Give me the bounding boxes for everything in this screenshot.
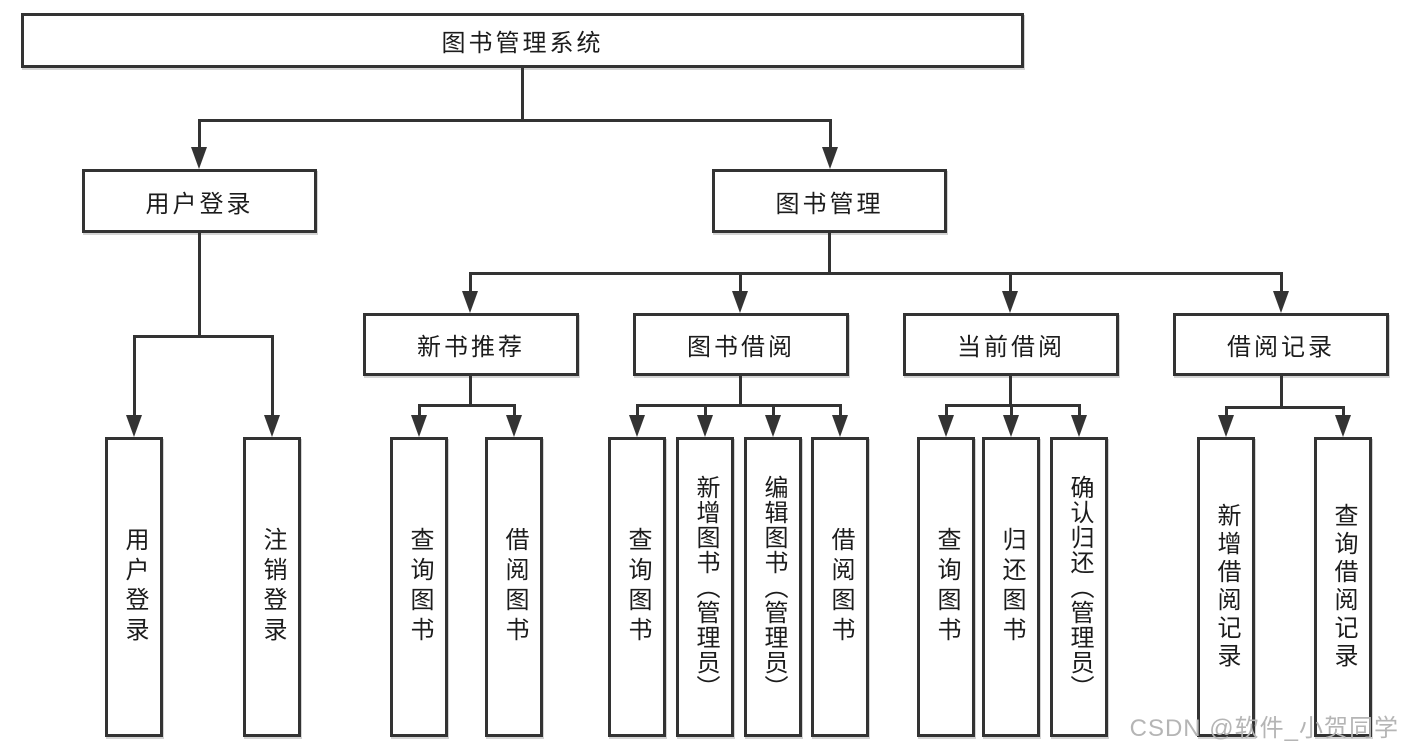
node-label: 新书推荐 [417, 334, 525, 361]
leaf-add-borrow-record: 新增借阅记录 [1197, 437, 1255, 737]
node-label: 注销登录 [259, 527, 286, 647]
connector-line [1009, 272, 1012, 294]
leaf-edit-books-admin: 编辑图书（管理员） [744, 437, 802, 737]
connector-line [739, 272, 742, 294]
node-label: 归还图书 [998, 527, 1025, 647]
connector-line [198, 119, 832, 122]
connector-line [1010, 404, 1013, 418]
node-label: 用户登录 [145, 190, 254, 218]
connector-line [469, 272, 1283, 275]
node-label: 图书借阅 [687, 334, 795, 361]
node-label: 借阅图书 [501, 527, 528, 647]
node-label: 借阅记录 [1227, 334, 1335, 361]
arrow-down-icon [732, 291, 748, 313]
node-library-management-system: 图书管理系统 [21, 13, 1024, 68]
node-label: 查询借阅记录 [1330, 503, 1357, 671]
arrow-down-icon [506, 415, 522, 437]
arrow-down-icon [411, 415, 427, 437]
arrow-down-icon [126, 415, 142, 437]
node-label: 查询图书 [933, 527, 960, 647]
connector-line [1280, 272, 1283, 294]
connector-line [469, 376, 472, 405]
connector-line [133, 335, 274, 338]
connector-line [945, 404, 948, 418]
connector-line [1342, 406, 1345, 418]
arrow-down-icon [832, 415, 848, 437]
connector-line [133, 335, 136, 417]
connector-line [418, 404, 516, 407]
node-book-borrowing: 图书借阅 [633, 313, 849, 376]
arrow-down-icon [1071, 415, 1087, 437]
connector-line [772, 404, 775, 418]
connector-line [704, 404, 707, 418]
node-label: 用户登录 [121, 527, 148, 647]
leaf-query-books-1: 查询图书 [390, 437, 448, 737]
connector-line [513, 404, 516, 418]
node-current-borrowing: 当前借阅 [903, 313, 1119, 376]
connector-line [739, 376, 742, 405]
connector-line [839, 404, 842, 418]
connector-line [1009, 376, 1012, 405]
node-label: 新增借阅记录 [1213, 503, 1240, 671]
connector-line [636, 404, 842, 407]
arrow-down-icon [938, 415, 954, 437]
node-label: 当前借阅 [957, 334, 1065, 361]
leaf-add-books-admin: 新增图书（管理员） [676, 437, 734, 737]
node-label: 图书管理 [775, 190, 884, 218]
leaf-confirm-return-admin: 确认归还（管理员） [1050, 437, 1108, 737]
arrow-down-icon [1335, 415, 1351, 437]
node-label: 编辑图书（管理员） [760, 474, 787, 700]
leaf-borrow-books-2: 借阅图书 [811, 437, 869, 737]
node-label: 借阅图书 [827, 527, 854, 647]
node-label: 新增图书（管理员） [692, 474, 719, 700]
node-label: 查询图书 [624, 527, 651, 647]
node-new-book-recommendation: 新书推荐 [363, 313, 579, 376]
leaf-query-books-3: 查询图书 [917, 437, 975, 737]
leaf-user-login: 用户登录 [105, 437, 163, 737]
connector-line [828, 233, 831, 273]
arrow-down-icon [1218, 415, 1234, 437]
node-user-login: 用户登录 [82, 169, 317, 233]
connector-line [521, 68, 524, 120]
connector-line [198, 233, 201, 336]
leaf-query-borrow-record: 查询借阅记录 [1314, 437, 1372, 737]
arrow-down-icon [765, 415, 781, 437]
arrow-down-icon [264, 415, 280, 437]
node-label: 查询图书 [406, 527, 433, 647]
node-borrowing-records: 借阅记录 [1173, 313, 1389, 376]
arrow-down-icon [697, 415, 713, 437]
arrow-down-icon [1273, 291, 1289, 313]
arrow-down-icon [1002, 291, 1018, 313]
leaf-borrow-books-1: 借阅图书 [485, 437, 543, 737]
arrow-down-icon [1003, 415, 1019, 437]
leaf-query-books-2: 查询图书 [608, 437, 666, 737]
connector-line [1225, 406, 1345, 409]
arrow-down-icon [629, 415, 645, 437]
node-label: 图书管理系统 [441, 30, 604, 57]
connector-line [418, 404, 421, 418]
node-book-management: 图书管理 [712, 169, 947, 233]
node-label: 确认归还（管理员） [1066, 474, 1093, 700]
connector-line [1225, 406, 1228, 418]
connector-line [198, 119, 201, 149]
arrow-down-icon [191, 147, 207, 169]
arrow-down-icon [462, 291, 478, 313]
leaf-logout: 注销登录 [243, 437, 301, 737]
connector-line [1280, 376, 1283, 407]
connector-line [636, 404, 639, 418]
connector-line [1078, 404, 1081, 418]
connector-line [469, 272, 472, 294]
connector-line [829, 119, 832, 149]
connector-line [271, 335, 274, 417]
leaf-return-books: 归还图书 [982, 437, 1040, 737]
csdn-watermark: CSDN @软件_小贺同学 [1129, 715, 1399, 742]
arrow-down-icon [822, 147, 838, 169]
